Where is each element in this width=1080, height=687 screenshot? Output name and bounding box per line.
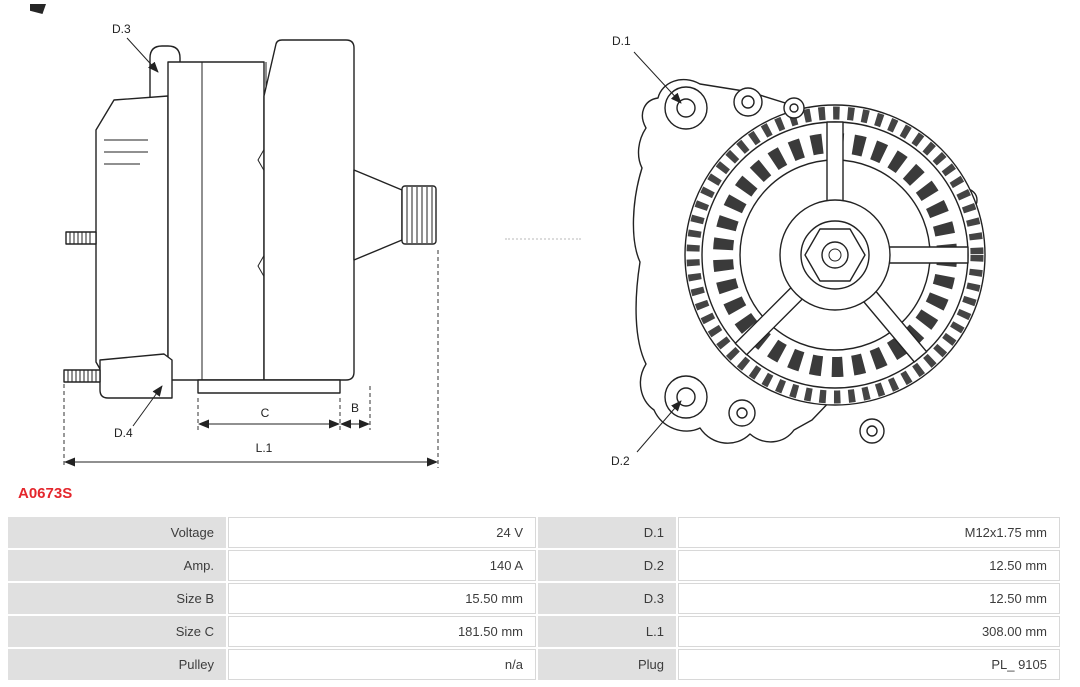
- leader-d4: [132, 385, 163, 427]
- side-bottom-plate: [197, 379, 341, 394]
- spec-value: 308.00 mm: [678, 616, 1060, 647]
- dim-label-d2: D.2: [611, 454, 630, 468]
- leader-d3: [126, 37, 159, 73]
- leader-d1: [633, 51, 682, 104]
- mount-hole-d2: [676, 387, 696, 407]
- spec-label: Size B: [8, 583, 226, 614]
- dim-label-l1: L.1: [256, 441, 273, 455]
- watermark-dots: [505, 238, 581, 240]
- housing-fins: [686, 106, 984, 404]
- spec-label: L.1: [538, 616, 676, 647]
- dim-label-b: B: [351, 401, 359, 415]
- spec-value: 15.50 mm: [228, 583, 536, 614]
- logo-fragment: [30, 4, 46, 14]
- spec-value: 12.50 mm: [678, 583, 1060, 614]
- spec-value: PL_ 9105: [678, 649, 1060, 680]
- spec-value: 24 V: [228, 517, 536, 548]
- dim-label-d3: D.3: [112, 22, 131, 36]
- spec-label: D.2: [538, 550, 676, 581]
- side-mid-bracket: [167, 61, 265, 381]
- spec-label: Voltage: [8, 517, 226, 548]
- bottom-stud: [63, 369, 101, 383]
- spec-value: 140 A: [228, 550, 536, 581]
- dim-label-c: C: [261, 406, 270, 420]
- extension-lines: [63, 250, 439, 468]
- side-bottom-lug: [99, 353, 173, 399]
- leader-d2: [636, 400, 682, 453]
- spec-label: D.1: [538, 517, 676, 548]
- front-view-drawing: D.1 D.2: [611, 34, 986, 468]
- part-number: A0673S: [18, 485, 73, 502]
- spec-value: 12.50 mm: [678, 550, 1060, 581]
- spec-value: M12x1.75 mm: [678, 517, 1060, 548]
- side-front-housing: [263, 39, 355, 381]
- spec-value: 181.50 mm: [228, 616, 536, 647]
- spec-label: Size C: [8, 616, 226, 647]
- spec-table: Voltage 24 V D.1 M12x1.75 mm Amp. 140 A …: [8, 517, 1060, 680]
- dim-label-d1: D.1: [612, 34, 631, 48]
- spec-label: Amp.: [8, 550, 226, 581]
- shaft-cone: [353, 169, 403, 261]
- spec-label: D.3: [538, 583, 676, 614]
- spec-label: Pulley: [8, 649, 226, 680]
- spec-label: Plug: [538, 649, 676, 680]
- alternator-technical-drawing: D.3 D.4 C B L.1: [63, 22, 986, 468]
- side-view-drawing: D.3 D.4 C B L.1: [63, 22, 439, 468]
- dim-label-d4: D.4: [114, 426, 133, 440]
- spec-value: n/a: [228, 649, 536, 680]
- shaft-end: [821, 241, 849, 269]
